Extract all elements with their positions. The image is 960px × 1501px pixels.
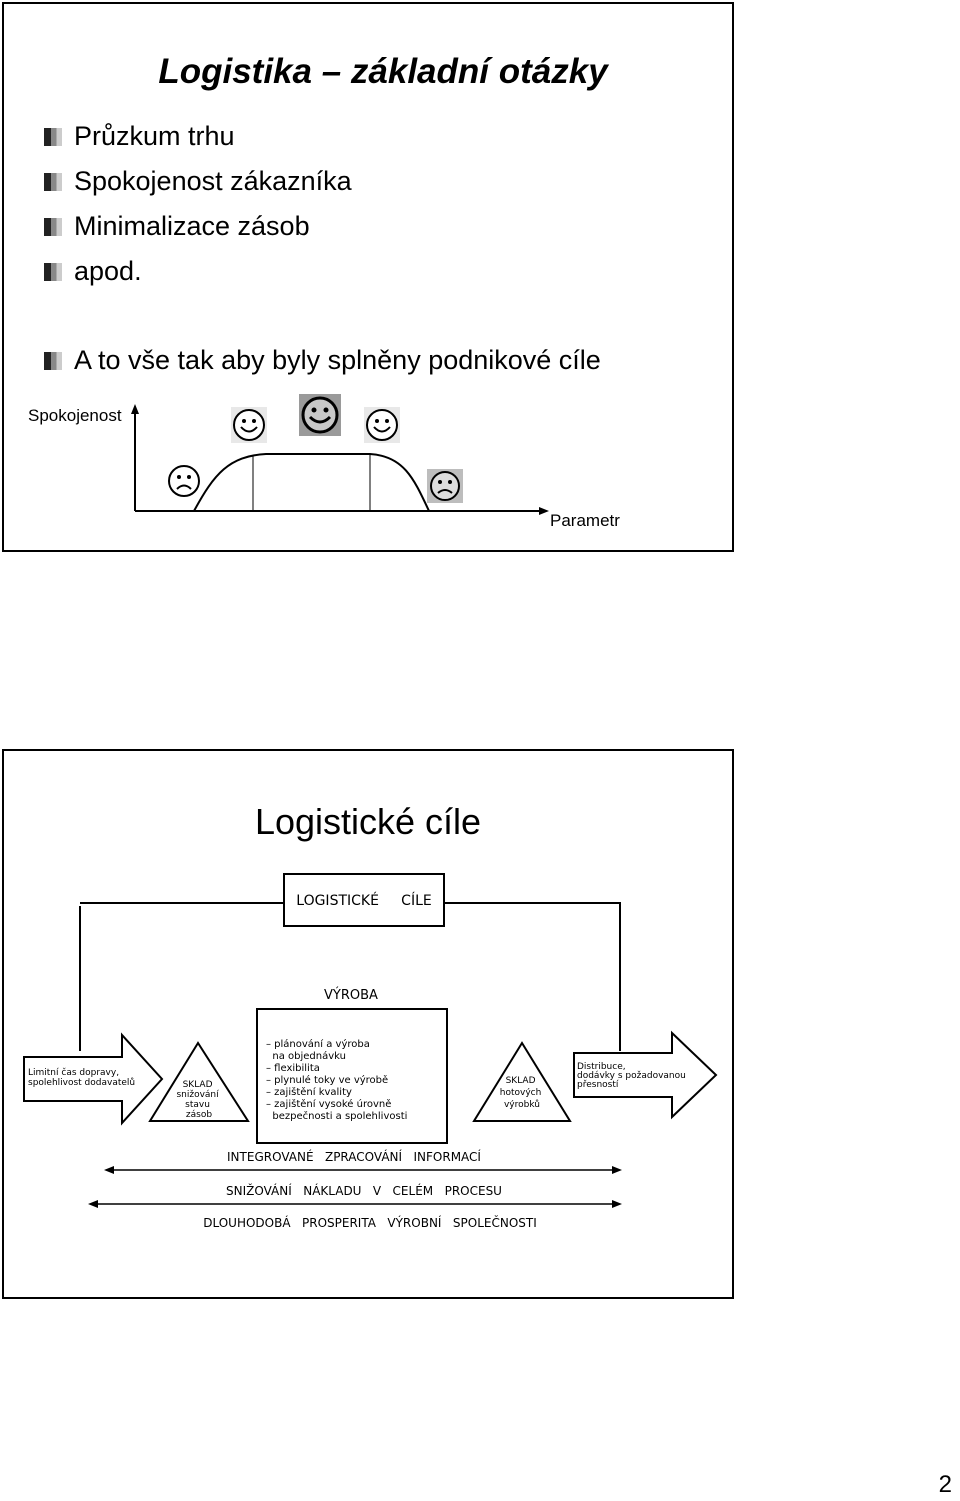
finished-goods-triangle <box>472 1041 572 1122</box>
bullet-item: Minimalizace zásob <box>44 208 352 253</box>
y-axis-label: Spokojenost <box>28 406 122 425</box>
page-number: 2 <box>938 1471 952 1498</box>
bullet-item: apod. <box>44 253 352 298</box>
logistics-goals-diagram: LOGISTICKÉ CÍLE VÝROBA – plánování a výr… <box>23 873 718 1230</box>
slide-title: Logistické cíle <box>254 801 482 842</box>
production-title: VÝROBA <box>324 987 378 1003</box>
sad-face-icon <box>168 465 200 497</box>
input-arrow <box>23 1032 164 1126</box>
bullet-item: Průzkum trhu <box>44 118 352 163</box>
bullet-icon <box>44 173 62 191</box>
slide-title: Logistika – základní otázky <box>158 52 608 91</box>
warehouse-triangle <box>148 1041 250 1122</box>
band-costs: SNIŽOVÁNÍ NÁKLADU V CELÉM PROCESU <box>226 1183 502 1198</box>
production-box <box>256 1008 448 1144</box>
bullet-icon <box>44 263 62 281</box>
output-arrow <box>573 1030 718 1120</box>
diagram-header: LOGISTICKÉ CÍLE <box>296 892 431 909</box>
bullet-list: Průzkum trhu Spokojenost zákazníka Minim… <box>44 118 352 298</box>
satisfaction-curve-path <box>193 453 430 512</box>
conclusion-bullet: A to vše tak aby byly splněny podnikové … <box>44 342 601 378</box>
bullet-icon <box>44 218 62 236</box>
output-arrow-label: Distribuce, dodávky s požadovanou přesno… <box>577 1062 689 1090</box>
smiley-icon <box>231 407 267 443</box>
band-information: INTEGROVANÉ ZPRACOVÁNÍ INFORMACÍ <box>227 1149 481 1164</box>
smiley-icon <box>364 407 400 443</box>
warehouse-triangle-label: SKLAD snižování stavu zásob <box>176 1080 221 1120</box>
slide-logisticke-cile: Logistické cíle LOGISTICKÉ CÍLE VÝROBA –… <box>2 749 734 1299</box>
y-axis-arrow <box>131 404 139 414</box>
slide-logistika: Logistika – základní otázky Průzkum trhu… <box>2 2 734 552</box>
big-smiley-icon <box>299 394 341 436</box>
bullet-item: Spokojenost zákazníka <box>44 163 352 208</box>
input-arrow-label: Limitní čas dopravy, spolehlivost dodava… <box>28 1067 135 1088</box>
x-axis-arrow <box>539 507 549 515</box>
sad-face-icon <box>427 469 463 503</box>
x-axis-label: Parametr <box>550 511 620 530</box>
production-items: – plánování a výroba na objednávku – fle… <box>266 1038 407 1122</box>
header-box <box>283 873 445 927</box>
bullet-icon <box>44 352 62 370</box>
band-prosperity: DLOUHODOBÁ PROSPERITA VÝROBNÍ SPOLEČNOST… <box>203 1215 537 1230</box>
finished-goods-triangle-label: SKLAD hotových výrobků <box>500 1076 544 1110</box>
satisfaction-curve <box>131 394 549 515</box>
bullet-icon <box>44 128 62 146</box>
